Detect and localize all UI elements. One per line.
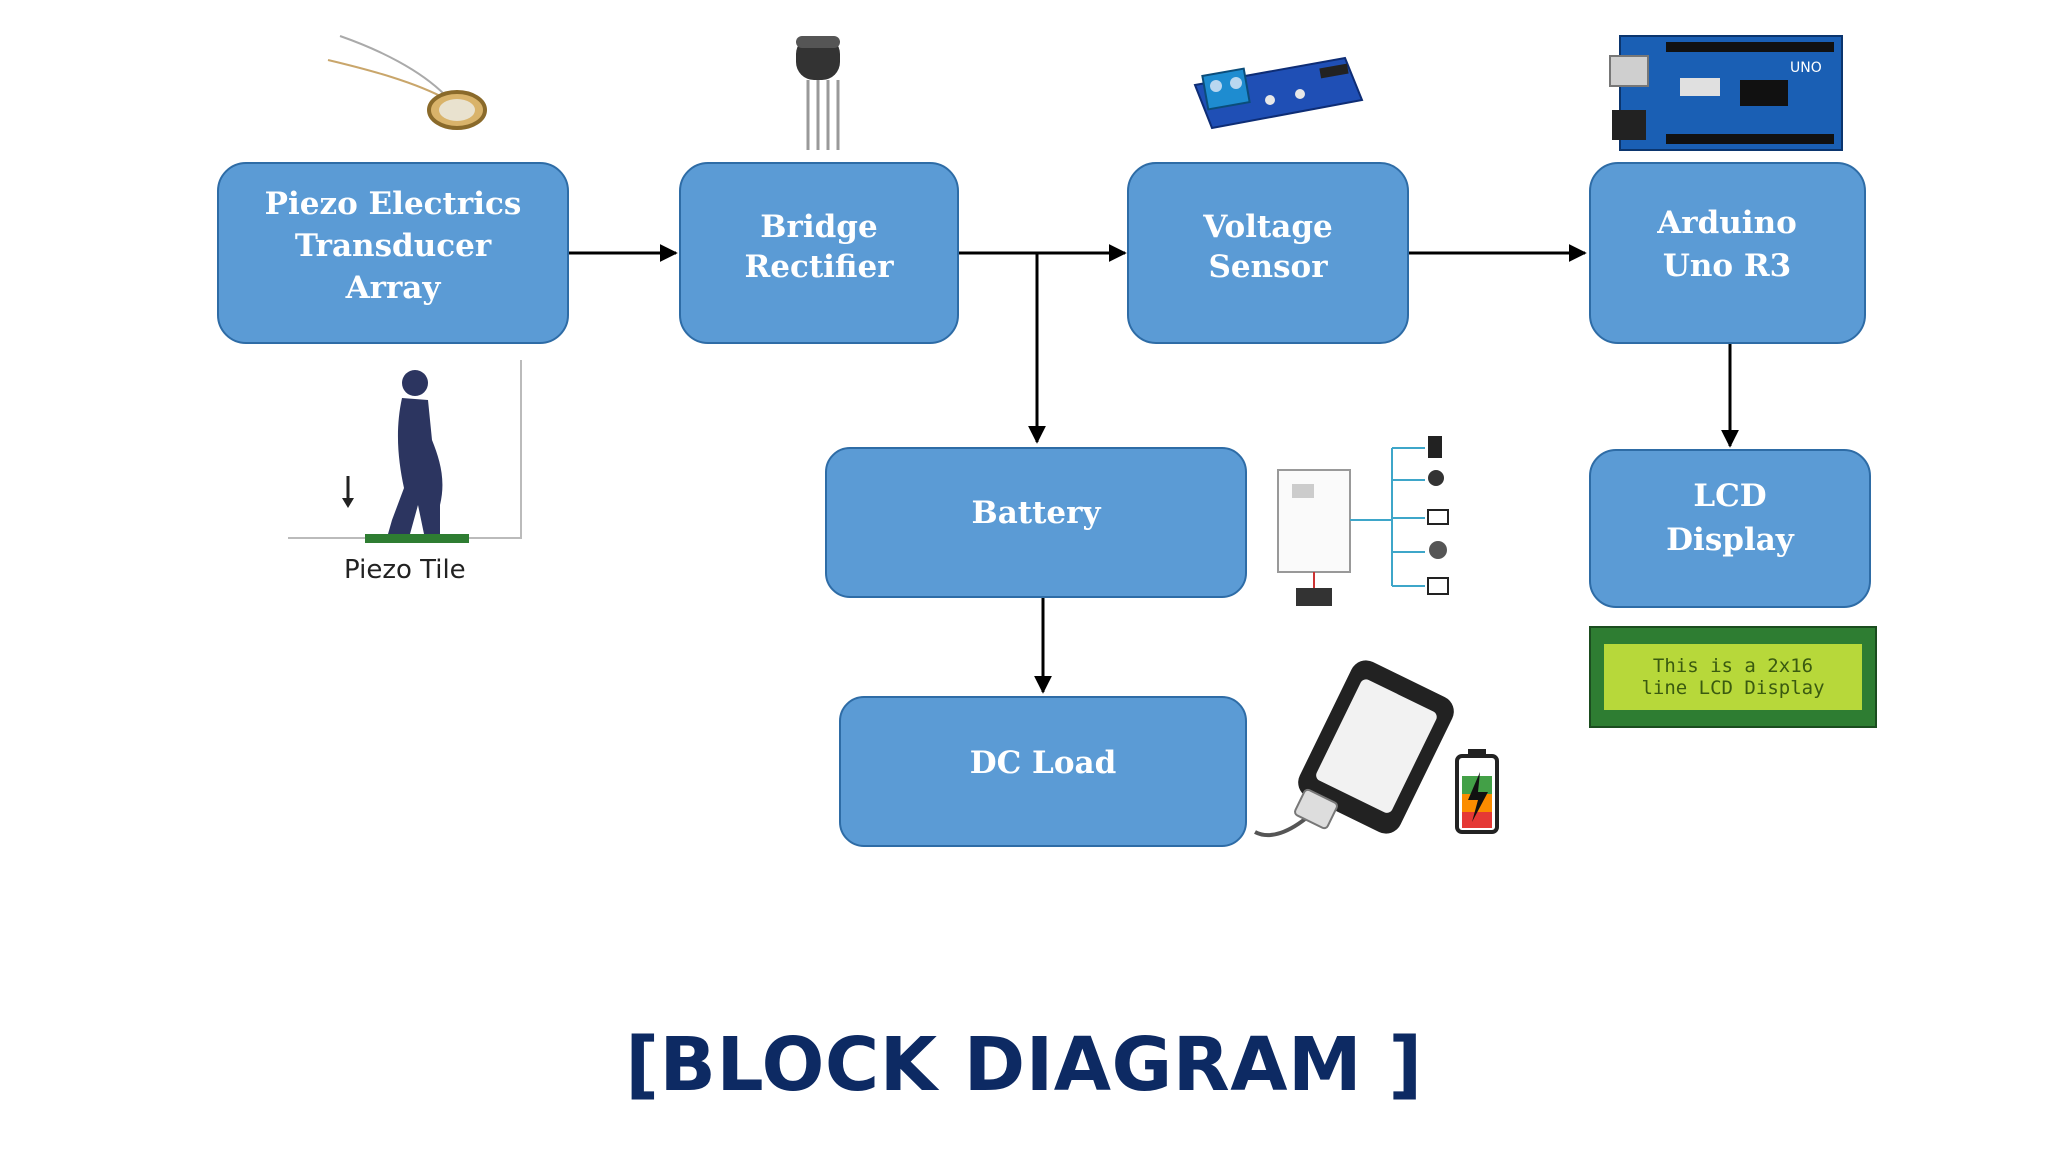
block-label-line: Voltage	[1202, 209, 1332, 245]
block-label-line: Piezo Electrics	[265, 186, 522, 222]
block-battery: Battery	[825, 447, 1247, 598]
block-label-line: Rectifier	[744, 249, 894, 285]
block-voltage-sensor: Voltage Sensor	[1127, 162, 1409, 344]
block-bridge-rectifier: Bridge Rectifier	[679, 162, 959, 344]
arduino-board-icon: UNO	[1609, 35, 1843, 151]
block-piezo-transducer-array: Piezo Electrics Transducer Array	[217, 162, 569, 344]
block-dc-load: DC Load	[839, 696, 1247, 847]
piezo-disc-icon	[327, 35, 487, 130]
lcd-screen-line-1: This is a 2x16	[1653, 655, 1813, 677]
lcd-module-icon: This is a 2x16 line LCD Display	[1589, 626, 1877, 728]
bridge-rectifier-icon	[796, 36, 840, 150]
block-label-line: LCD	[1693, 478, 1766, 514]
lcd-screen-line-2: line LCD Display	[1641, 677, 1824, 699]
block-label-line: Display	[1666, 522, 1795, 558]
walking-person-icon	[288, 360, 522, 543]
block-label-line: Arduino	[1656, 205, 1797, 241]
block-label-line: DC Load	[970, 745, 1117, 781]
diagram-caption: [BLOCK DIAGRAM ]	[625, 1022, 1423, 1108]
block-label-line: Transducer	[295, 228, 492, 264]
connectors	[568, 244, 1739, 694]
block-label-line: Uno R3	[1663, 248, 1791, 284]
block-label-line: Bridge	[760, 209, 877, 245]
block-arduino-uno-r3: Arduino Uno R3	[1589, 162, 1866, 344]
voltage-sensor-module-icon	[1193, 56, 1364, 130]
inverter-appliances-icon	[1277, 436, 1449, 606]
block-label-line: Sensor	[1208, 249, 1328, 285]
svg-text:UNO: UNO	[1790, 60, 1822, 76]
battery-charge-icon	[1455, 749, 1499, 834]
piezo-tile-label: Piezo Tile	[344, 555, 466, 585]
smartphone-charging-icon	[1254, 660, 1454, 838]
block-lcd-display: LCD Display	[1589, 449, 1871, 608]
block-label-line: Battery	[972, 495, 1102, 531]
block-label-line: Array	[345, 270, 442, 306]
